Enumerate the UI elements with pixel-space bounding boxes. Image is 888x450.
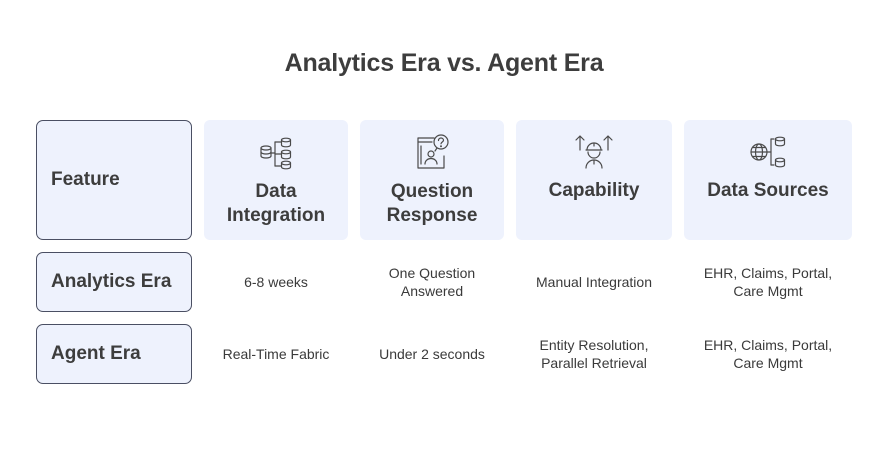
document-question-icon [412,132,452,172]
column-label: Data Sources [707,180,829,201]
cell-analytics-data-sources: EHR, Claims, Portal, Care Mgmt [703,265,833,299]
cell-agent-capability: Entity Resolution, Parallel Retrieval [539,337,649,371]
row-header-analytics-era: Analytics Era [36,252,192,312]
cell-agent-data-sources: EHR, Claims, Portal, Care Mgmt [703,337,833,371]
row-header-agent-era: Agent Era [36,324,192,384]
column-header-capability: Capability [516,120,672,240]
page-title: Analytics Era vs. Agent Era [284,49,604,77]
globe-database-icon [748,132,788,172]
column-label: Capability [548,180,640,201]
cell-analytics-data-integration: 6-8 weeks [244,274,308,290]
worker-arrows-icon [574,132,614,172]
row-header-feature-label: Feature [51,169,120,190]
cell-agent-question-response: Under 2 seconds [379,346,485,362]
database-flow-icon [256,132,296,172]
column-label: Question Response [386,181,478,226]
cell-agent-data-integration: Real-Time Fabric [222,346,330,362]
row-header-feature: Feature [36,120,192,240]
column-label: Data Integration [226,181,326,226]
column-header-data-sources: Data Sources [684,120,852,240]
row-header-agent-label: Agent Era [51,343,141,364]
column-header-question-response: Question Response [360,120,504,240]
column-header-data-integration: Data Integration [204,120,348,240]
cell-analytics-capability: Manual Integration [536,274,652,290]
cell-analytics-question-response: One Question Answered [388,265,476,299]
row-header-analytics-label: Analytics Era [51,271,172,292]
